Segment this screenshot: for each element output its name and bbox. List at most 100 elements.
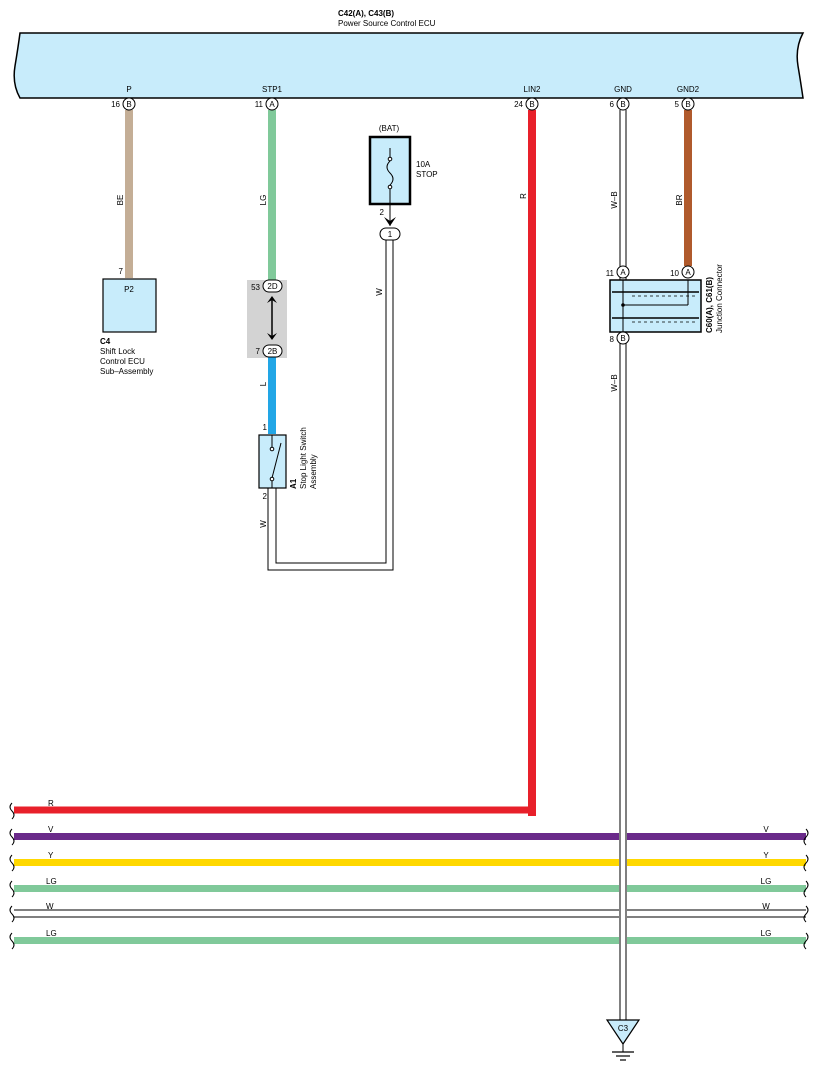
- fuse-out-pin: 2: [380, 208, 385, 217]
- ecu-pin-connector: B: [620, 100, 625, 109]
- bus-label-left-w: W: [46, 902, 54, 911]
- bus-label-right-y: Y: [763, 851, 769, 860]
- wire-label-be: BE: [116, 195, 125, 206]
- wire-label-w-switch: W: [259, 520, 268, 528]
- fuse-icon: [386, 148, 394, 204]
- fuse-name: STOP: [416, 170, 438, 179]
- bus-crossing-gap: [619, 826, 627, 950]
- ecu-pin-p: 16 B: [111, 97, 136, 111]
- wire-label-wb-top: W–B: [610, 191, 619, 208]
- ecu-pin-number: 5: [675, 100, 680, 109]
- inline-top-conn-label: 2D: [267, 282, 277, 291]
- fuse-connector-arrow-icon: [384, 217, 396, 226]
- inline-mating-arrow-icon: [267, 296, 277, 340]
- fuse-connector-label: 1: [388, 230, 393, 239]
- bus-line-y: [14, 859, 806, 866]
- inline-top-connector: [262, 279, 283, 293]
- inline-bottom-pin: 7: [256, 347, 261, 356]
- switch-name-line-1: Stop Light Switch: [299, 427, 308, 489]
- wire-r-bus-join: [14, 114, 536, 814]
- jc-internal-bus: [612, 280, 699, 332]
- shift-lock-code: C4: [100, 337, 111, 346]
- ecu-pin-label-gnd2: GND2: [677, 85, 700, 94]
- shift-lock-ecu-box: [102, 278, 157, 333]
- jc-pin-right-conn: A: [685, 268, 691, 277]
- ecu-pin-stp1: 11 A: [255, 97, 279, 111]
- ecu-pin-gnd2: 5 B: [675, 97, 695, 111]
- ecu-pin-label-gnd: GND: [614, 85, 632, 94]
- bus-left-breaks: [9, 802, 15, 950]
- fuse-rating: 10A: [416, 160, 431, 169]
- ecu-pin-connector: A: [269, 100, 275, 109]
- wire-label-wb-bottom: W–B: [610, 374, 619, 391]
- bus-label-left-y: Y: [48, 851, 54, 860]
- ecu-code: C42(A), C43(B): [338, 9, 394, 18]
- ecu-pin-label-p: P: [126, 85, 131, 94]
- jc-pin-right-circle: [681, 265, 695, 279]
- bus-label-right-w: W: [762, 902, 770, 911]
- wire-be: [125, 110, 133, 278]
- jc-pin-left-circle: [616, 265, 630, 279]
- switch-pin-top: 1: [263, 423, 268, 432]
- ecu-pin-label-stp1: STP1: [262, 85, 283, 94]
- ecu-pin-number: 6: [610, 100, 615, 109]
- bus-label-right-lg-1: LG: [761, 877, 772, 886]
- bus-label-left-lg-1: LG: [46, 877, 57, 886]
- wire-label-l: L: [259, 381, 268, 386]
- ecu-pin-number: 16: [111, 100, 120, 109]
- bus-line-w: [14, 909, 806, 918]
- ecu-pin-label-lin2: LIN2: [524, 85, 541, 94]
- ecu-pin-number: 11: [255, 100, 264, 109]
- bus-right-breaks: [803, 828, 809, 950]
- ecu-pin-connector: B: [685, 100, 690, 109]
- ecu-name: Power Source Control ECU: [338, 19, 436, 28]
- bus-label-left-lg-2: LG: [46, 929, 57, 938]
- switch-name-line-2: Assembly: [309, 454, 318, 489]
- switch-code: A1: [289, 478, 298, 489]
- ground-label: C3: [618, 1024, 629, 1033]
- wire-label-br: BR: [675, 194, 684, 205]
- jc-pin-bottom-number: 8: [610, 335, 615, 344]
- wire-label-w-fuse: W: [375, 288, 384, 296]
- ecu-body: [13, 32, 805, 99]
- bus-line-lg-1: [14, 885, 806, 892]
- shift-lock-pin: 7: [119, 267, 124, 276]
- wire-label-lg: LG: [259, 195, 268, 206]
- ecu-pin-lin2: 24 B: [514, 97, 539, 111]
- ecu-pin-connector: B: [529, 100, 534, 109]
- jc-pin-bottom-conn: B: [620, 334, 625, 343]
- wire-label-r: R: [519, 193, 528, 199]
- jc-pin-left-number: 11: [606, 269, 615, 278]
- inline-bottom-conn-label: 2B: [268, 347, 278, 356]
- bus-label-left-v: V: [48, 825, 54, 834]
- ground-connector-icon: [605, 1019, 641, 1046]
- bus-label-right-lg-2: LG: [761, 929, 772, 938]
- fuse-connector: [379, 227, 401, 241]
- jc-pin-left-conn: A: [620, 268, 626, 277]
- jc-pin-right-number: 10: [670, 269, 679, 278]
- ground-icon: [612, 1044, 634, 1061]
- shift-lock-name-line-2: Control ECU: [100, 357, 145, 366]
- bus-line-lg-2: [14, 937, 806, 944]
- jc-pin-bottom-circle: [616, 331, 630, 345]
- ecu-pin-connector: B: [126, 100, 131, 109]
- inline-bottom-connector: [262, 344, 283, 358]
- ecu-pin-number: 24: [514, 100, 523, 109]
- inline-top-pin: 53: [251, 283, 260, 292]
- wire-lg: [268, 110, 276, 282]
- switch-pin-bottom: 2: [263, 492, 268, 501]
- shift-lock-name-line-3: Sub–Assembly: [100, 367, 153, 376]
- jc-name: Junction Connector: [715, 264, 724, 333]
- wire-l: [268, 356, 276, 434]
- wire-br: [684, 110, 692, 266]
- bus-label-left-r: R: [48, 799, 54, 808]
- ecu-pin-gnd: 6 B: [610, 97, 630, 111]
- bus-line-v: [14, 833, 806, 840]
- shift-lock-name-line-1: Shift Lock: [100, 347, 136, 356]
- jc-code: C60(A), C61(B): [705, 277, 714, 333]
- fuse-source: (BAT): [379, 124, 400, 133]
- switch-contact-icon: [269, 435, 282, 488]
- junction-connector-box: [609, 279, 702, 333]
- bus-label-right-v: V: [763, 825, 769, 834]
